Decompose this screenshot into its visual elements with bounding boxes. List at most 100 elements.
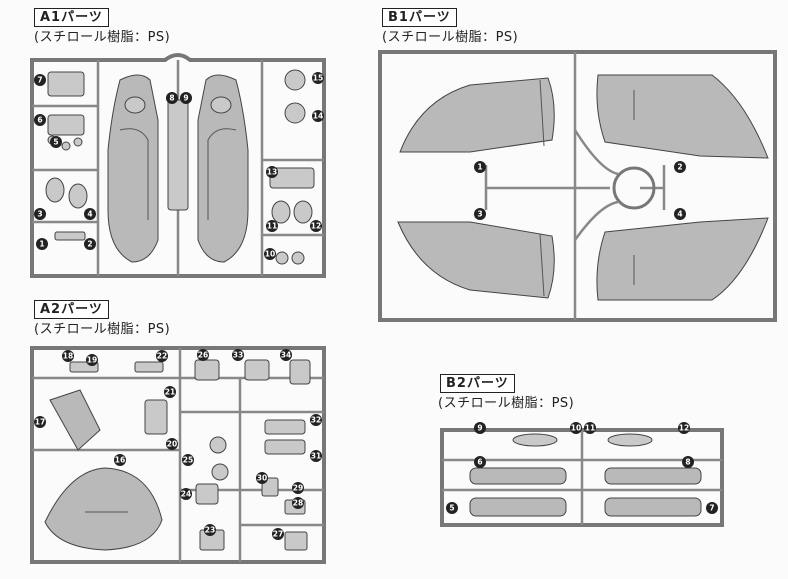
svg-text:6: 6 (477, 458, 482, 467)
a1-part-4: 4 (84, 208, 96, 220)
section-material-a2: (スチロール樹脂：PS) (34, 322, 171, 337)
svg-text:2: 2 (87, 240, 92, 249)
svg-text:24: 24 (181, 490, 191, 499)
a2-part-29: 29 (292, 482, 304, 494)
a2-part-17: 17 (34, 416, 46, 428)
b1-wing-top-right (596, 74, 769, 159)
b1-part-2: 2 (674, 161, 686, 173)
svg-text:9: 9 (183, 94, 188, 103)
svg-text:21: 21 (165, 388, 175, 397)
b2-part-6: 6 (474, 456, 486, 468)
svg-text:32: 32 (311, 416, 321, 425)
svg-text:5: 5 (449, 504, 454, 513)
a1-part-15: 15 (312, 72, 324, 84)
svg-text:22: 22 (157, 352, 167, 361)
sprue-frame-b1 (378, 50, 777, 322)
a2-part-26: 26 (197, 349, 209, 361)
section-title-b2: B2パーツ (440, 374, 515, 393)
svg-text:1: 1 (477, 163, 482, 172)
a1-part-5: 5 (50, 136, 62, 148)
svg-text:3: 3 (37, 210, 42, 219)
b1-wing-bottom-right (596, 217, 769, 301)
a2-part-21: 21 (164, 386, 176, 398)
svg-text:14: 14 (313, 112, 323, 121)
svg-text:9: 9 (477, 424, 482, 433)
a1-wing-right (197, 74, 249, 263)
svg-text:7: 7 (37, 76, 42, 85)
a2-part-28: 28 (292, 497, 304, 509)
svg-text:34: 34 (281, 351, 291, 360)
a1-small-parts (45, 69, 315, 265)
b2-part-12: 12 (678, 422, 690, 434)
section-title-a1: A1パーツ (34, 8, 109, 27)
a2-part-30: 30 (256, 472, 268, 484)
b2-part-numbers: 9 10 11 12 6 8 5 7 (446, 422, 718, 514)
b1-center-ring (612, 166, 656, 210)
b2-part-8: 8 (682, 456, 694, 468)
svg-text:15: 15 (313, 74, 323, 83)
section-title-a2: A2パーツ (34, 300, 109, 319)
svg-text:4: 4 (87, 210, 92, 219)
sprue-frame-a2 (30, 346, 326, 564)
svg-text:23: 23 (205, 526, 215, 535)
svg-text:31: 31 (311, 452, 321, 461)
a2-part-numbers: 18 19 22 26 33 34 17 21 20 16 25 24 23 3… (34, 349, 322, 540)
section-material-b2: (スチロール樹脂：PS) (438, 396, 575, 411)
b1-part-3: 3 (474, 208, 486, 220)
b1-part-numbers: 1 2 3 4 (474, 161, 686, 220)
b2-part-9: 9 (474, 422, 486, 434)
b1-wing-top-left (399, 77, 555, 153)
svg-text:25: 25 (183, 456, 193, 465)
svg-text:16: 16 (115, 456, 125, 465)
section-material-b1: (スチロール樹脂：PS) (382, 30, 519, 45)
b1-part-4: 4 (674, 208, 686, 220)
svg-text:12: 12 (679, 424, 689, 433)
a2-part-18: 18 (62, 350, 74, 362)
svg-text:28: 28 (293, 499, 303, 508)
svg-text:3: 3 (477, 210, 482, 219)
svg-text:7: 7 (709, 504, 714, 513)
svg-text:20: 20 (167, 440, 177, 449)
svg-text:5: 5 (53, 138, 58, 147)
a1-part-9: 9 (180, 92, 192, 104)
svg-text:12: 12 (311, 222, 321, 231)
b2-part-11: 11 (584, 422, 596, 434)
b2-part-7: 7 (706, 502, 718, 514)
a1-part-2: 2 (84, 238, 96, 250)
b2-parts (469, 433, 702, 517)
section-material-a1: (スチロール樹脂：PS) (34, 30, 171, 45)
a2-part-25: 25 (182, 454, 194, 466)
svg-text:26: 26 (198, 351, 208, 360)
svg-text:29: 29 (293, 484, 303, 493)
b2-part-10: 10 (570, 422, 582, 434)
svg-text:11: 11 (267, 222, 277, 231)
a1-part-14: 14 (312, 110, 324, 122)
a2-part-33: 33 (232, 349, 244, 361)
a2-part-31: 31 (310, 450, 322, 462)
svg-text:18: 18 (63, 352, 73, 361)
a1-part-7: 7 (34, 74, 46, 86)
a2-part-27: 27 (272, 528, 284, 540)
svg-text:27: 27 (273, 530, 283, 539)
svg-text:13: 13 (267, 168, 277, 177)
a1-part-8: 8 (166, 92, 178, 104)
svg-text:30: 30 (257, 474, 267, 483)
a1-part-12: 12 (310, 220, 322, 232)
b1-wing-bottom-left (397, 221, 555, 299)
a2-part-20: 20 (166, 438, 178, 450)
svg-text:10: 10 (571, 424, 581, 433)
svg-text:8: 8 (169, 94, 174, 103)
a1-wing-left (107, 74, 159, 263)
svg-text:2: 2 (677, 163, 682, 172)
a1-part-numbers: 7 6 5 3 4 1 2 8 9 15 14 13 11 12 10 (34, 72, 324, 260)
svg-text:4: 4 (677, 210, 682, 219)
a2-part-24: 24 (180, 488, 192, 500)
a2-part-16: 16 (114, 454, 126, 466)
a2-part-32: 32 (310, 414, 322, 426)
a1-part-11: 11 (266, 220, 278, 232)
a1-part-6: 6 (34, 114, 46, 126)
svg-text:17: 17 (35, 418, 45, 427)
svg-text:19: 19 (87, 356, 97, 365)
a2-part-23: 23 (204, 524, 216, 536)
